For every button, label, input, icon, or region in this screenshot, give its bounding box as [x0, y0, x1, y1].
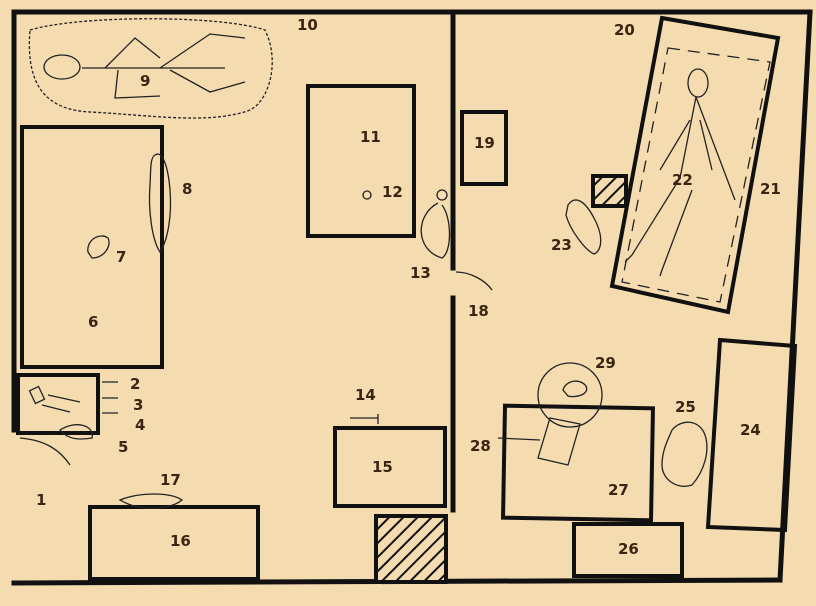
- label-27: 27: [608, 481, 629, 499]
- item-8-stain: [148, 153, 172, 254]
- label-9: 9: [140, 72, 150, 90]
- label-6: 6: [88, 313, 98, 331]
- label-5: 5: [118, 438, 128, 456]
- item-24-rect: [705, 337, 798, 533]
- label-25: 25: [675, 398, 696, 416]
- label-12: 12: [382, 183, 403, 201]
- label-29: 29: [595, 354, 616, 372]
- label-19: 19: [474, 134, 495, 152]
- label-21: 21: [760, 180, 781, 198]
- label-4: 4: [135, 416, 145, 434]
- item-7-object: [87, 235, 110, 259]
- label-22: 22: [672, 171, 693, 189]
- label-24: 24: [740, 421, 761, 439]
- label-18: 18: [468, 302, 489, 320]
- body-outline-left: [28, 18, 273, 119]
- item-25-stain: [661, 421, 708, 487]
- label-20: 20: [614, 21, 635, 39]
- label-11: 11: [360, 128, 381, 146]
- item-18-arc: [455, 271, 493, 291]
- label-23: 23: [551, 236, 572, 254]
- item-20-bed: [609, 15, 781, 315]
- item-14-object: [350, 414, 379, 424]
- label-3: 3: [133, 396, 143, 414]
- item-29-object: [562, 380, 588, 398]
- item-6-rect: [20, 125, 164, 369]
- label-15: 15: [372, 458, 393, 476]
- item-12-object: [362, 190, 372, 200]
- item-17-stain: [118, 493, 184, 509]
- hatched-square: [591, 174, 628, 208]
- item-15-rect: [333, 426, 447, 508]
- label-13: 13: [410, 264, 431, 282]
- hatched-block-bottom: [374, 514, 448, 584]
- label-17: 17: [160, 471, 181, 489]
- item-27-rect: [500, 403, 656, 523]
- item-19-rect: [460, 110, 508, 186]
- labels: 1 2 3 4 5 6 7 8 9 10 11 12 13 14 15 16 1…: [36, 16, 781, 558]
- item-13-door: [420, 189, 451, 259]
- item-22-body-outline: [624, 68, 736, 277]
- item-26-rect: [572, 522, 684, 578]
- label-28: 28: [470, 437, 491, 455]
- label-16: 16: [170, 532, 191, 550]
- item-2-box: [16, 373, 100, 435]
- item-29-circle: [537, 362, 603, 428]
- item-28-arrow: [497, 437, 541, 441]
- label-8: 8: [182, 180, 192, 198]
- label-26: 26: [618, 540, 639, 558]
- label-2: 2: [130, 375, 140, 393]
- label-1: 1: [36, 491, 46, 509]
- item-23-object: [565, 199, 602, 255]
- label-14: 14: [355, 386, 376, 404]
- item-3-object: [28, 385, 46, 405]
- item-5-stain: [59, 424, 93, 440]
- item-4-arrow: [41, 394, 81, 413]
- item-11-rect: [306, 84, 416, 238]
- label-7: 7: [116, 248, 126, 266]
- item-16-rect: [88, 505, 260, 581]
- label-10: 10: [297, 16, 318, 34]
- item-28-object: [537, 417, 581, 466]
